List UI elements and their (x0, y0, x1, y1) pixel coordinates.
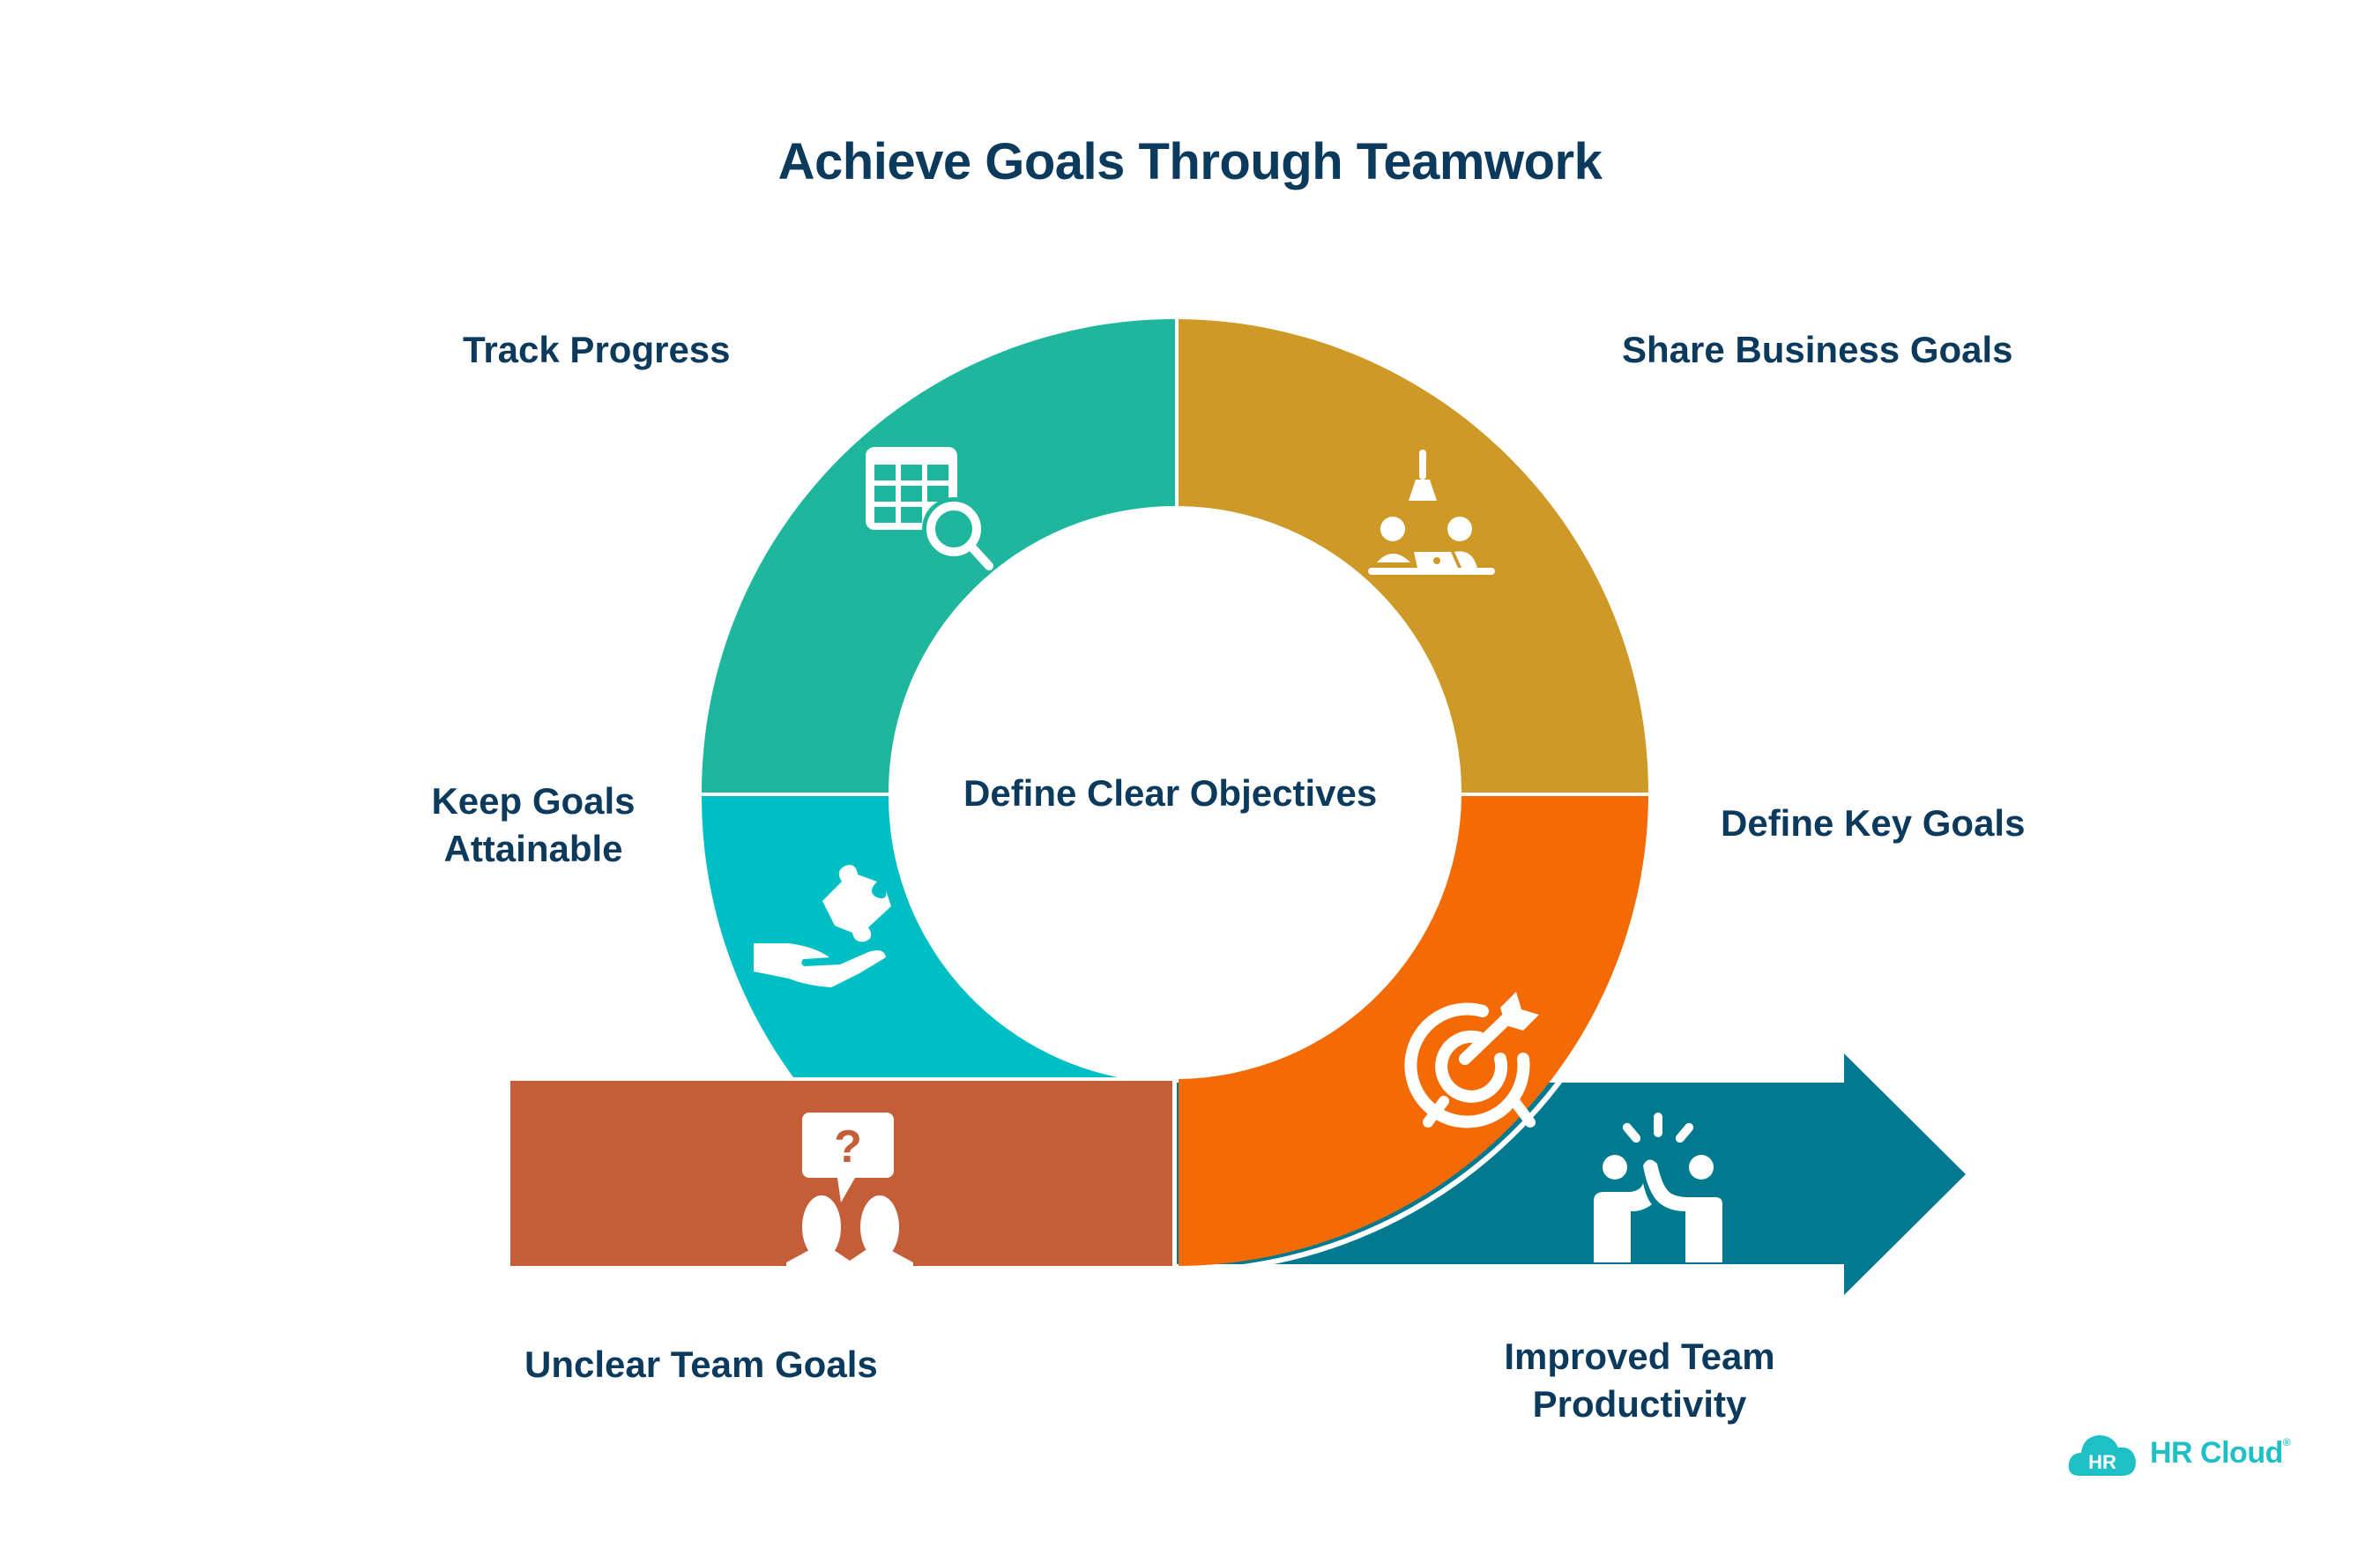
cloud-logo-icon: HR (2067, 1428, 2138, 1478)
page-title: Achieve Goals Through Teamwork (777, 133, 1603, 190)
people-question-icon: ? (786, 1113, 913, 1278)
label-define-clear-objectives: Define Clear Objectives (963, 772, 1378, 814)
label-improved-line2: Productivity (1532, 1383, 1747, 1425)
meeting-presentation-icon (1368, 450, 1495, 575)
label-define-key-goals: Define Key Goals (1721, 802, 2026, 844)
label-unclear-team-goals: Unclear Team Goals (524, 1344, 878, 1385)
segment-define-key-goals (1179, 796, 1648, 1266)
segment-keep-goals-attainable (701, 796, 1118, 1077)
label-keep-goals-attainable: Keep Goals Attainable (414, 778, 652, 873)
label-improved-line1: Improved Team (1504, 1336, 1775, 1377)
high-five-icon (1594, 1113, 1722, 1262)
svg-text:?: ? (834, 1121, 862, 1173)
label-track-progress: Track Progress (463, 329, 731, 370)
svg-text:HR: HR (2088, 1451, 2116, 1473)
label-keep-goals-line1: Keep Goals (431, 780, 636, 822)
label-share-business-goals: Share Business Goals (1622, 329, 2013, 370)
label-keep-goals-line2: Attainable (443, 828, 623, 869)
hand-puzzle-icon (754, 865, 891, 987)
logo-text: HR Cloud® (2150, 1435, 2291, 1470)
spreadsheet-search-icon (866, 447, 993, 570)
target-arrow-icon (1404, 992, 1539, 1128)
label-improved-team-productivity: Improved Team Productivity (1463, 1333, 1816, 1428)
segment-share-business-goals (1179, 319, 1648, 793)
hr-cloud-logo: HR HR Cloud® (2067, 1428, 2291, 1478)
